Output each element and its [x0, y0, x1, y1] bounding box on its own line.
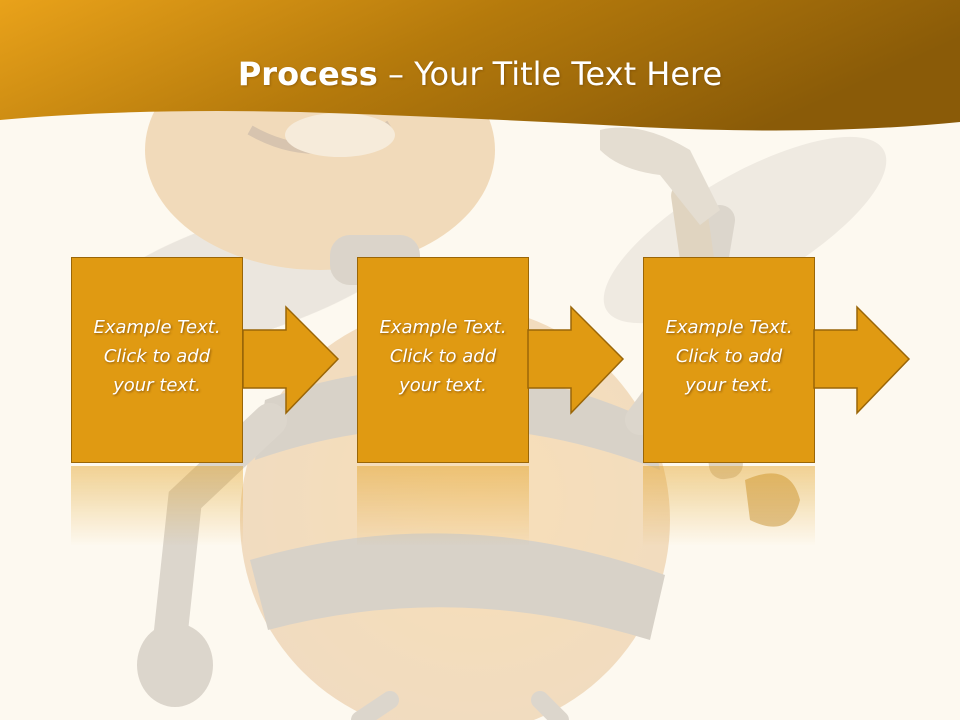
bee-illustration	[73, 30, 887, 720]
process-step-2[interactable]: Example Text. Click to add your text.	[357, 257, 529, 463]
step-2-reflection	[357, 466, 529, 546]
step-3-line-2: Click to add	[675, 346, 783, 367]
arrow-right-icon	[813, 305, 911, 415]
step-3-line-3: your text.	[685, 375, 773, 396]
step-3-reflection	[643, 466, 815, 546]
step-2-line-1: Example Text.	[379, 317, 507, 338]
step-2-text: Example Text. Click to add your text.	[358, 313, 528, 400]
header-band	[0, 0, 960, 131]
step-3-text: Example Text. Click to add your text.	[644, 313, 814, 400]
step-2-line-2: Click to add	[389, 346, 497, 367]
arrow-right-icon	[242, 305, 340, 415]
step-1-line-1: Example Text.	[93, 317, 221, 338]
arrow-right-icon	[527, 305, 625, 415]
process-step-3[interactable]: Example Text. Click to add your text.	[643, 257, 815, 463]
step-3-line-1: Example Text.	[665, 317, 793, 338]
step-1-line-2: Click to add	[103, 346, 211, 367]
page-title: Process – Your Title Text Here	[0, 52, 960, 96]
step-1-reflection	[71, 466, 243, 546]
process-step-1[interactable]: Example Text. Click to add your text.	[71, 257, 243, 463]
step-2-line-3: your text.	[399, 375, 487, 396]
title-bold-part: Process	[237, 55, 378, 93]
title-rest-part: – Your Title Text Here	[377, 55, 723, 93]
step-1-text: Example Text. Click to add your text.	[72, 313, 242, 400]
step-1-line-3: your text.	[113, 375, 201, 396]
